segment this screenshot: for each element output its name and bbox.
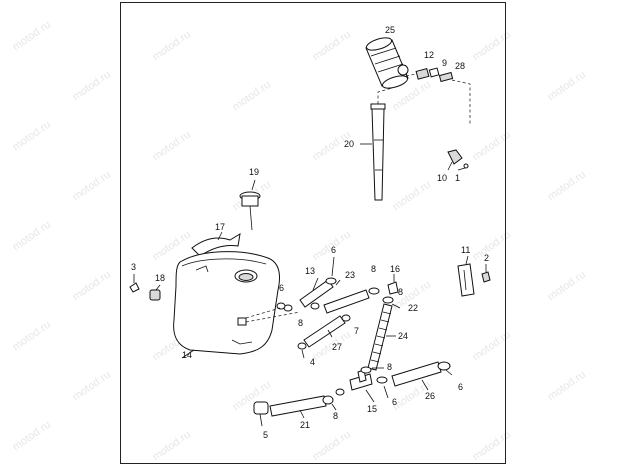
callout-17: 17: [215, 222, 225, 232]
filter-fittings: [405, 67, 471, 126]
callout-25: 25: [385, 25, 395, 35]
callout-8: 8: [387, 362, 392, 372]
callout-28: 28: [455, 61, 465, 71]
corrugated-hose: [367, 303, 396, 371]
callout-8: 8: [298, 318, 303, 328]
callout-6: 6: [331, 245, 336, 255]
callout-4: 4: [310, 357, 315, 367]
tee-fitting: [335, 366, 389, 403]
oil-tank: [173, 251, 281, 359]
callout-14: 14: [182, 350, 192, 360]
callout-6: 6: [392, 397, 397, 407]
callout-labels: 25 12 9 28 20 10 1 19 17 6 11 2 3 18 13 …: [131, 25, 489, 440]
callout-7: 7: [354, 326, 359, 336]
callout-1: 1: [455, 173, 460, 183]
diagram-frame: [120, 2, 506, 464]
callout-6: 6: [279, 283, 284, 293]
callout-11: 11: [461, 245, 470, 255]
callout-16: 16: [390, 264, 400, 274]
dipstick: [239, 179, 261, 231]
callout-26: 26: [425, 391, 435, 401]
callout-3: 3: [131, 262, 136, 272]
callout-13: 13: [305, 266, 315, 276]
lower-hose: [253, 395, 337, 427]
callout-23: 23: [345, 270, 355, 280]
middle-hose: [297, 314, 351, 359]
callout-8: 8: [398, 287, 403, 297]
callout-21: 21: [300, 420, 310, 430]
callout-6: 6: [458, 382, 463, 392]
right-hose: [391, 361, 453, 391]
oil-filter: [365, 37, 409, 89]
callout-20: 20: [344, 139, 354, 149]
callout-12: 12: [424, 50, 434, 60]
callout-18: 18: [155, 273, 165, 283]
callout-8: 8: [371, 264, 376, 274]
callout-9: 9: [442, 58, 447, 68]
callout-19: 19: [249, 167, 259, 177]
callout-22: 22: [408, 303, 418, 313]
callout-10: 10: [437, 173, 447, 183]
callout-8: 8: [333, 411, 338, 421]
callout-15: 15: [367, 404, 377, 414]
breather-fitting: [447, 149, 469, 171]
callout-2: 2: [484, 253, 489, 263]
callout-5: 5: [263, 430, 268, 440]
callout-27: 27: [332, 342, 342, 352]
callout-24: 24: [398, 331, 408, 341]
mount-bracket: [457, 255, 491, 297]
elbow-fittings: [382, 274, 401, 309]
tank-fasteners: [129, 274, 161, 301]
tank-bracket: [191, 231, 241, 257]
upper-hoses: [245, 256, 380, 323]
dipstick-tube: [360, 87, 393, 201]
